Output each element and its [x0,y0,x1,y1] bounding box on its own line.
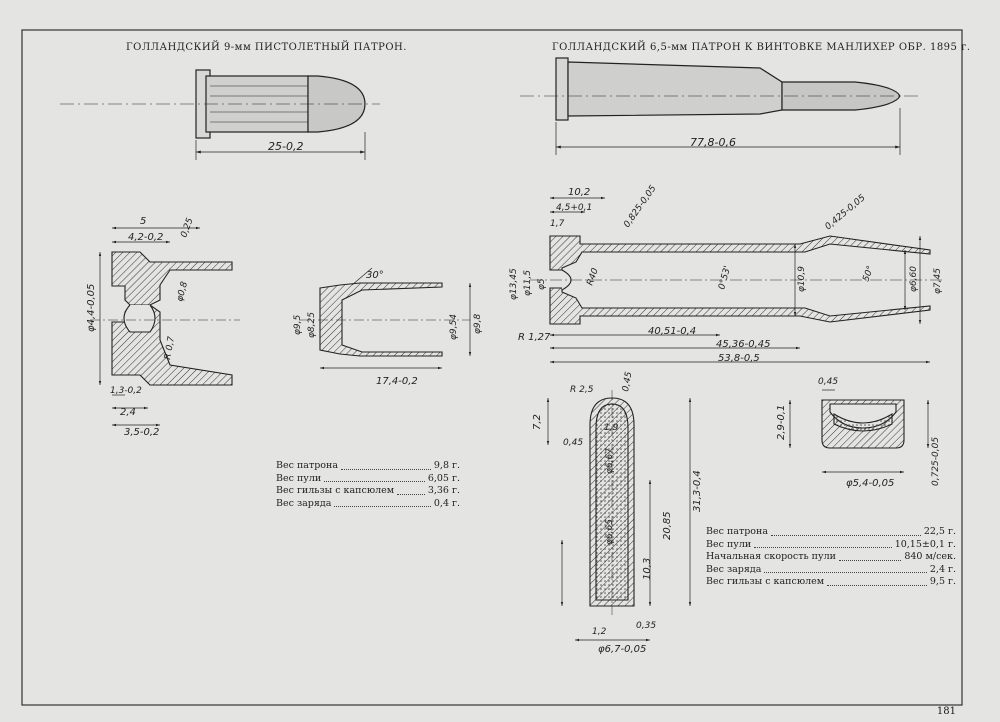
spec-row: Вес гильзы с капсюлем 9,5 г. [706,576,956,589]
primer-section [788,389,930,474]
dim-rr40: R40 [585,267,601,287]
dim-r17: 1,7 [550,219,565,229]
spec-row: Вес заряда 2,4 г. [706,564,956,577]
spec-row: Вес гильзы с капсюлем 3,36 г. [276,485,460,498]
rifle-title: ГОЛЛАНДСКИЙ 6,5-мм ПАТРОН К ВИНТОВКЕ МАН… [552,42,971,53]
dim-r538: 53,8-0,5 [718,353,760,364]
dim-p954: φ9,54 [449,314,459,340]
dim-r0825: 0,825-0,05 [622,184,658,230]
spec-label: Вес гильзы с капсюлем [276,485,395,496]
page-number: 181 [936,706,956,717]
dim-p42: 4,2-0,2 [128,232,163,243]
dim-p35: 3,5-0,2 [124,427,159,438]
spec-value: 10,15±0,1 г. [894,538,956,550]
spec-value: 9,8 г. [433,460,460,471]
dim-b045: 0,45 [621,371,634,393]
dim-r109: φ10,9 [797,266,807,292]
spec-label: Вес патрона [276,460,338,471]
dim-r45: 4,5+0,1 [556,203,592,213]
dim-r053: 0°53' [717,265,733,291]
rifle-case-section [530,196,945,364]
dim-r0425: 0,425-0,05 [824,193,868,232]
dim-b667: φ6,67 [605,448,615,474]
spec-value: 22,5 г. [923,526,956,537]
pistol-cartridge-view [60,69,380,160]
dim-c29: 2,9-0,1 [776,405,787,440]
dim-p24: 2,4 [120,407,136,418]
spec-label: Вес заряда [276,497,332,509]
dim-p13: 1,3-0,2 [110,386,142,396]
dim-p5: 5 [140,216,146,227]
dim-c045: 0,45 [818,377,838,387]
dim-b2085: 20,85 [662,511,673,540]
dim-b72: 7,2 [532,414,543,430]
spec-label: Вес заряда [706,563,762,575]
pistol-length-dim: 25-0,2 [268,140,303,153]
spec-value: 2,4 г. [929,563,956,575]
spec-row: Вес патрона 9,8 г. [276,460,460,473]
dim-r1945: φ13,45 [509,268,519,300]
dim-p44: φ4,4-0,05 [86,284,97,332]
dim-c54: φ5,4-0,05 [846,478,894,489]
dim-r4536: 45,36-0,45 [716,339,771,350]
dim-r115: φ11,5 [523,270,533,296]
dim-r745: φ7,45 [933,268,943,294]
dim-b665: φ6,65 [605,519,615,545]
dim-b19: 1,9 [604,423,619,433]
dim-b045b: 0,45 [563,438,583,448]
spec-label: Вес патрона [706,526,768,537]
spec-row: Вес патрона 22,5 г. [706,526,956,539]
pistol-specs: Вес патрона 9,8 г. Вес пули 6,05 г. Вес ги… [276,460,460,510]
pistol-title: ГОЛЛАНДСКИЙ 9-мм ПИСТОЛЕТНЫЙ ПАТРОН. [126,42,407,53]
dim-r50: 50° [861,265,876,283]
spec-label: Начальная скорость пули [706,551,836,562]
spec-value: 0,4 г. [433,497,460,509]
spec-value: 840 м/сек. [904,551,956,562]
dim-b313: 31,3-0,4 [692,470,703,512]
dim-r4051: 40,51-0,4 [648,326,696,337]
dim-r660: φ6,60 [909,266,919,292]
dim-p825: φ8,25 [307,312,317,338]
pistol-head-section [90,226,240,427]
dim-p07: R 0,7 [163,335,177,360]
dim-r5: φ5 [537,278,547,290]
spec-row: Начальная скорость пули 840 м/сек. [706,551,956,564]
dim-p95: φ9,5 [293,314,303,335]
dim-p174: 17,4-0,2 [376,376,418,387]
dim-b103: 10,3 [642,558,653,580]
spec-label: Вес пули [276,472,322,484]
dim-p958: φ9,8 [473,313,483,334]
dim-c0725: 0,725-0,05 [931,437,941,486]
pistol-case-section [300,267,472,370]
spec-label: Вес пули [706,538,752,550]
spec-row: Вес пули 6,05 г. [276,473,460,486]
dim-br25: R 2,5 [570,385,594,395]
dim-b67: φ6,7-0,05 [598,644,646,655]
spec-value: 3,36 г. [427,485,460,496]
spec-row: Вес заряда 0,4 г. [276,498,460,511]
dim-p30: 30° [366,270,384,281]
dim-b12: 1,2 [592,627,607,637]
dim-r127: R 1,27 [518,332,551,343]
spec-value: 6,05 г. [427,472,460,484]
page-frame [21,29,963,706]
dim-p08: φ0,8 [175,280,190,302]
spec-value: 9,5 г. [929,576,956,587]
rifle-cartridge-view [520,57,920,155]
rifle-bullet-section [546,390,692,642]
dim-b035: 0,35 [636,621,656,631]
spec-label: Вес гильзы с капсюлем [706,576,825,587]
dim-r102: 10,2 [568,187,590,198]
rifle-length-dim: 77,8-0,6 [690,136,736,149]
spec-row: Вес пули 10,15±0,1 г. [706,539,956,552]
